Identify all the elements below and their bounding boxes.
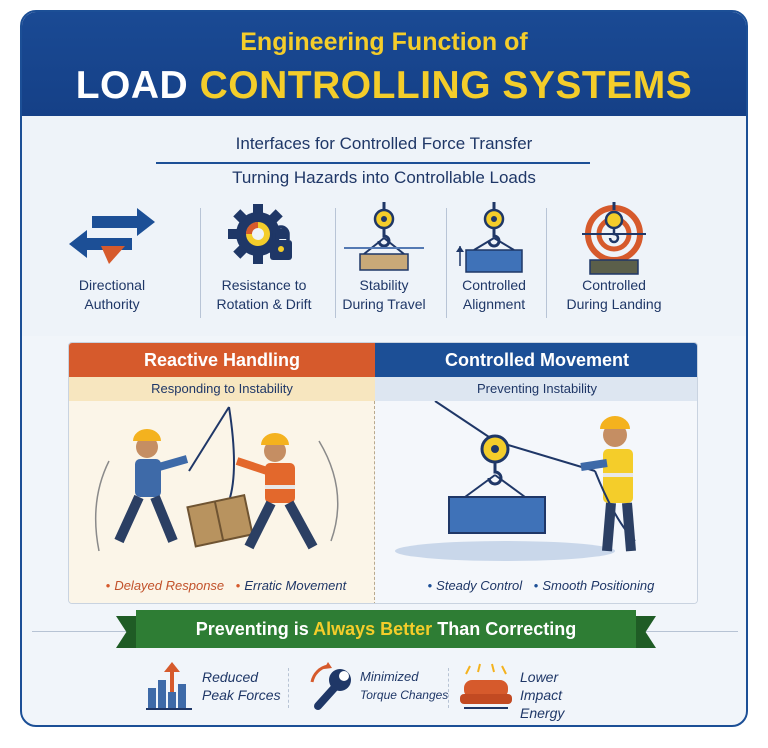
header-title: LOAD CONTROLLING SYSTEMS: [22, 64, 746, 108]
comparison-panel: Reactive Handling Responding to Instabil…: [68, 342, 698, 604]
feature-label: Stability During Travel: [342, 277, 426, 312]
benefit-minimized-torque: Minimized Torque Changes: [306, 662, 456, 712]
controlled-subtitle: Preventing Instability: [375, 377, 697, 401]
reactive-bullets: •Delayed Response •Erratic Movement: [105, 578, 347, 593]
benefit-separator: [288, 668, 289, 708]
benefit-lower-impact-energy: Lower Impact Energy: [458, 662, 608, 721]
intro-line1: Interfaces for Controlled Force Transfer: [235, 134, 533, 153]
feature-label: Controlled During Landing: [566, 277, 662, 312]
controlled-movement-column: Controlled Movement Preventing Instabili…: [375, 343, 697, 603]
feature-label: Controlled Alignment: [462, 277, 526, 312]
feature-separator: [446, 208, 447, 318]
controlled-title: Controlled Movement: [375, 343, 697, 377]
intro-line2: Turning Hazards into Controllable Loads: [232, 168, 536, 187]
benefit-text: Reduced Peak Forces: [202, 669, 281, 703]
cushion-impact-icon: [460, 663, 512, 709]
header: Engineering Function of LOAD CONTROLLING…: [22, 12, 746, 116]
reactive-subtitle: Responding to Instability: [69, 377, 375, 401]
feature-controlled-alignment: Controlled Alignment: [426, 202, 562, 328]
benefit-text: Lower Impact Energy: [520, 669, 565, 721]
comparison-divider: [374, 401, 375, 603]
controlled-bullets: •Steady Control •Smooth Positioning: [427, 578, 655, 593]
banner-section: Preventing is Always Better Than Correct…: [22, 610, 746, 652]
hook-load-align-icon: [456, 202, 523, 273]
reactive-handling-illustration: [94, 406, 339, 552]
features-panel: Interfaces for Controlled Force Transfer…: [22, 116, 746, 336]
infographic-card: Engineering Function of LOAD CONTROLLING…: [20, 10, 748, 727]
reactive-handling-column: Reactive Handling Responding to Instabil…: [69, 343, 375, 603]
header-title-part1: LOAD: [75, 64, 189, 107]
target-landing-icon: [582, 202, 646, 275]
feature-label: Directional Authority: [78, 277, 146, 312]
benefit-text: Minimized Torque Changes: [360, 669, 449, 702]
feature-separator: [335, 208, 336, 318]
feature-separator: [200, 208, 201, 318]
benefit-separator: [448, 668, 449, 708]
header-subtitle: Engineering Function of: [240, 28, 528, 56]
controlled-movement-illustration: [395, 401, 636, 561]
feature-controlled-landing: Controlled During Landing: [546, 202, 682, 328]
wrench-icon: [310, 662, 351, 710]
hook-load-stable-icon: [344, 202, 424, 271]
feature-label: Resistance to Rotation & Drift: [216, 277, 312, 312]
feature-directional-authority: Directional Authority: [44, 202, 180, 328]
feature-resistance-rotation: Resistance to Rotation & Drift: [196, 202, 332, 328]
banner-ribbon: Preventing is Always Better Than Correct…: [136, 610, 636, 648]
directional-arrows-icon: [69, 208, 155, 264]
benefit-reduced-peak-forces: Reduced Peak Forces: [144, 662, 294, 712]
reactive-title: Reactive Handling: [69, 343, 375, 377]
intro-divider: [156, 162, 590, 164]
feature-stability-travel: Stability During Travel: [316, 202, 452, 328]
feature-separator: [546, 208, 547, 318]
header-title-part2: CONTROLLING SYSTEMS: [199, 64, 693, 107]
gear-lock-icon: [228, 204, 292, 264]
bar-chart-arrow-icon: [146, 662, 192, 710]
